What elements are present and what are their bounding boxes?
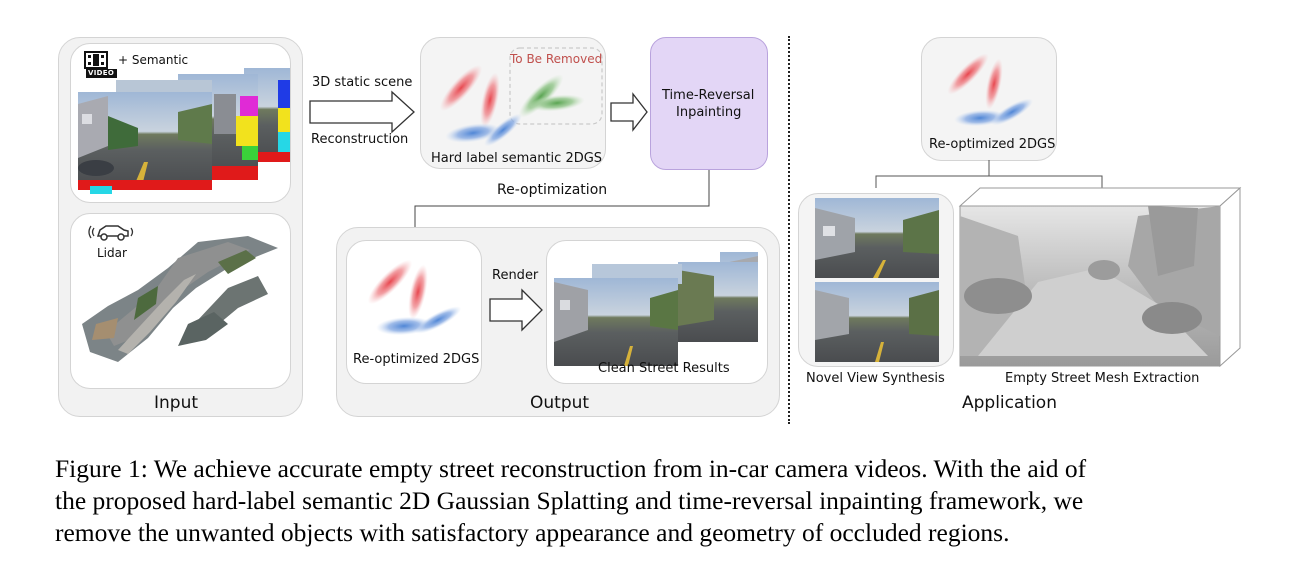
app-gaussians <box>930 42 1050 134</box>
video-frames <box>78 66 293 196</box>
render-arrow <box>488 288 544 332</box>
caption-line-3: remove the unwanted objects with satisfa… <box>55 518 1010 547</box>
reconstruction-arrow <box>308 90 416 134</box>
arrow-label-top: 3D static scene <box>312 75 413 90</box>
inpainting-line2: Inpainting <box>676 105 742 120</box>
lidar-label: Lidar <box>97 246 127 260</box>
novel-view-images <box>815 198 939 364</box>
arrow-label-bottom: Reconstruction <box>311 132 409 147</box>
app-gaussian-card <box>921 37 1057 161</box>
novel-view-caption: Novel View Synthesis <box>806 371 945 386</box>
caption-line-1: Figure 1: We achieve accurate empty stre… <box>55 454 1087 483</box>
inpainting-line1: Time-Reversal <box>662 88 755 103</box>
caption-line-2: the proposed hard-label semantic 2D Gaus… <box>55 486 1084 515</box>
lidar-point-cloud <box>78 228 286 378</box>
output-title: Output <box>530 393 590 413</box>
car-lidar-icon <box>88 220 136 244</box>
mesh-caption: Empty Street Mesh Extraction <box>1005 371 1200 386</box>
clean-street-caption: Clean Street Results <box>598 361 730 376</box>
reoptimization-label: Re-optimization <box>497 182 608 198</box>
clean-street-frames <box>554 250 760 366</box>
application-title: Application <box>962 393 1057 413</box>
figure-caption: Figure 1: We achieve accurate empty stre… <box>55 453 1255 549</box>
input-title: Input <box>154 393 199 413</box>
output-gaussians <box>356 248 476 344</box>
video-icon: VIDEO <box>84 51 118 79</box>
app-tree-connector <box>870 160 1110 190</box>
semantic-label: + Semantic <box>118 53 189 67</box>
removed-label: To Be Removed <box>510 52 603 66</box>
video-badge: VIDEO <box>88 69 115 77</box>
semantic-gaussians <box>425 40 605 150</box>
output-reoptimized-caption: Re-optimized 2DGS <box>353 352 480 367</box>
time-reversal-inpainting-box <box>650 37 768 170</box>
semantic-2dgs-caption: Hard label semantic 2DGS <box>431 151 603 166</box>
section-divider <box>788 36 790 424</box>
mesh-extraction-image <box>958 186 1242 368</box>
app-reoptimized-caption: Re-optimized 2DGS <box>929 137 1056 152</box>
inpaint-arrow <box>609 92 649 132</box>
render-label: Render <box>492 268 539 283</box>
